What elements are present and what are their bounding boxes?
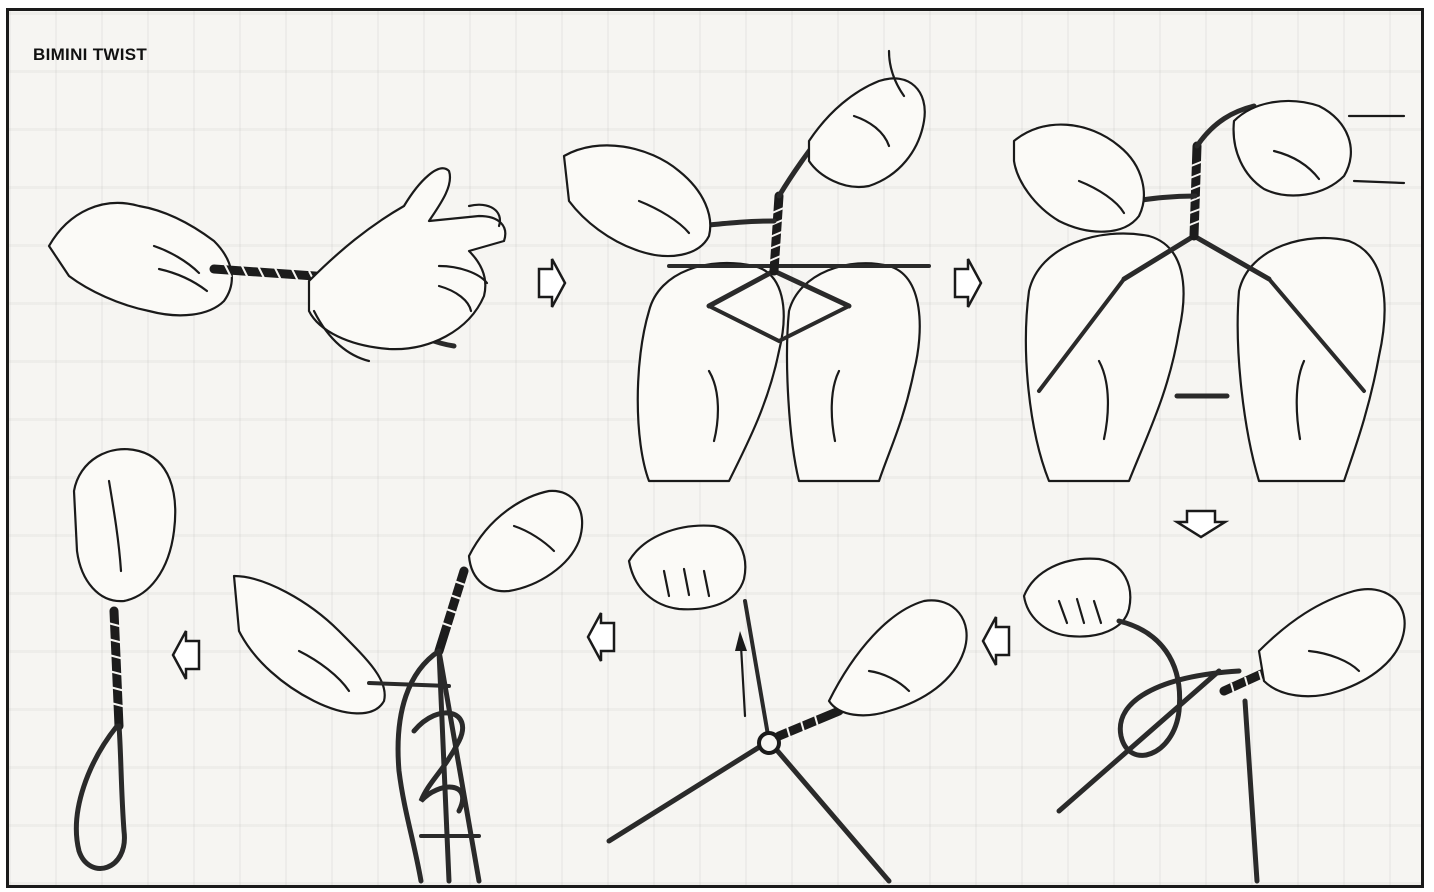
knee-right-step2	[787, 263, 920, 481]
knee-left-step3	[1026, 233, 1184, 481]
panel-4-first-half-hitch	[1024, 559, 1405, 881]
hand-right-step2	[809, 78, 925, 187]
arrow-right-2	[955, 259, 981, 307]
hand-left-step5	[629, 526, 745, 610]
hand-right-step1	[309, 168, 505, 349]
hand-left-step6	[234, 576, 385, 713]
arrow-left-4	[983, 617, 1009, 665]
hand-left-step4	[1024, 559, 1130, 637]
hand-holding-loop-step7	[74, 449, 175, 601]
diagram-frame: BIMINI TWIST	[6, 8, 1424, 888]
panel-5-tag-end-pull	[609, 526, 967, 881]
hand-right-step3	[1234, 101, 1351, 195]
hand-right-step5	[829, 600, 967, 715]
panel-6-half-hitches	[234, 491, 582, 881]
arrow-down-3	[1177, 511, 1225, 537]
hand-left-step1	[49, 203, 232, 315]
panel-2-twists-between-knees	[564, 51, 929, 481]
panel-7-finished-loop	[74, 449, 175, 868]
arrow-right-1	[539, 259, 565, 307]
hand-right-step4	[1259, 589, 1405, 696]
arrow-up-5	[741, 646, 745, 716]
arrow-left-5	[588, 613, 614, 661]
hand-left-step3	[1014, 125, 1144, 232]
hand-right-step6	[469, 491, 582, 591]
hand-left-step2	[564, 145, 710, 256]
panel-3-knees-spread	[1014, 101, 1404, 481]
arrow-left-6	[173, 631, 199, 679]
panel-1-double-line-over-hand	[49, 168, 505, 361]
bimini-twist-illustration	[9, 11, 1424, 888]
